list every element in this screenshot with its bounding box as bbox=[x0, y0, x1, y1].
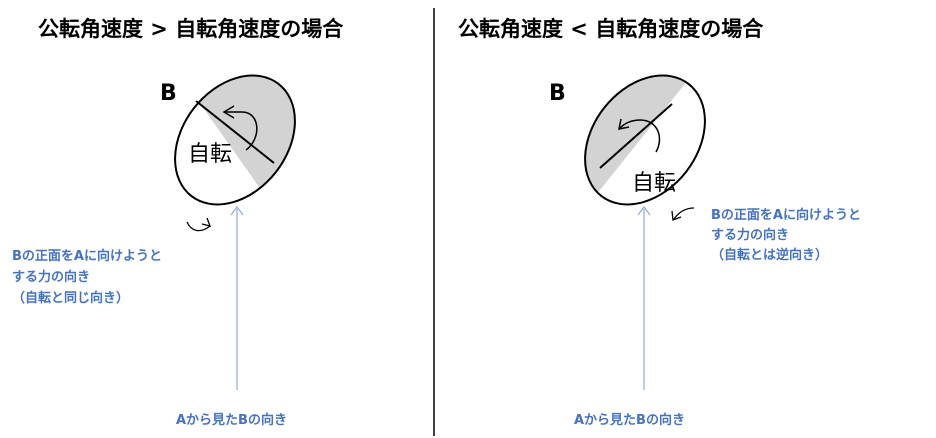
left-force-note-line-3: （自転と同じ向き） bbox=[12, 290, 129, 306]
left-body-label: B bbox=[160, 81, 177, 106]
left-panel: 公転角速度 > 自転角速度の場合 B 自転 Bの正面をAに向けようと する力の向… bbox=[12, 0, 360, 428]
right-rotation-label: 自転 bbox=[632, 171, 676, 196]
right-body-label: B bbox=[549, 81, 566, 106]
left-view-label: Aから見たBの向き bbox=[176, 412, 287, 428]
right-shaded-half bbox=[520, 0, 760, 290]
right-view-label: Aから見たBの向き bbox=[574, 412, 685, 428]
right-body-b bbox=[520, 0, 760, 290]
left-shaded-half bbox=[120, 0, 360, 330]
right-force-note-line-3: （自転とは逆向き） bbox=[711, 247, 828, 263]
left-rotation-label: 自転 bbox=[188, 142, 232, 167]
right-force-note-line-1: Bの正面をAに向けようと bbox=[711, 207, 861, 223]
left-panel-title: 公転角速度 > 自転角速度の場合 bbox=[38, 17, 344, 41]
left-body-b bbox=[120, 0, 360, 330]
left-force-note-line-2: する力の向き bbox=[12, 269, 90, 285]
right-force-arrow bbox=[674, 208, 694, 219]
left-force-arrowhead bbox=[202, 218, 210, 226]
right-panel-title: 公転角速度 < 自転角速度の場合 bbox=[458, 17, 764, 41]
right-body-outline bbox=[560, 52, 729, 228]
left-force-note-line-1: Bの正面をAに向けようと bbox=[12, 248, 162, 264]
left-force-arrow bbox=[187, 222, 210, 231]
right-force-note-line-2: する力の向き bbox=[711, 227, 789, 243]
right-panel: 公転角速度 < 自転角速度の場合 B 自転 Bの正面をAに向けようと する力の向… bbox=[458, 0, 861, 428]
